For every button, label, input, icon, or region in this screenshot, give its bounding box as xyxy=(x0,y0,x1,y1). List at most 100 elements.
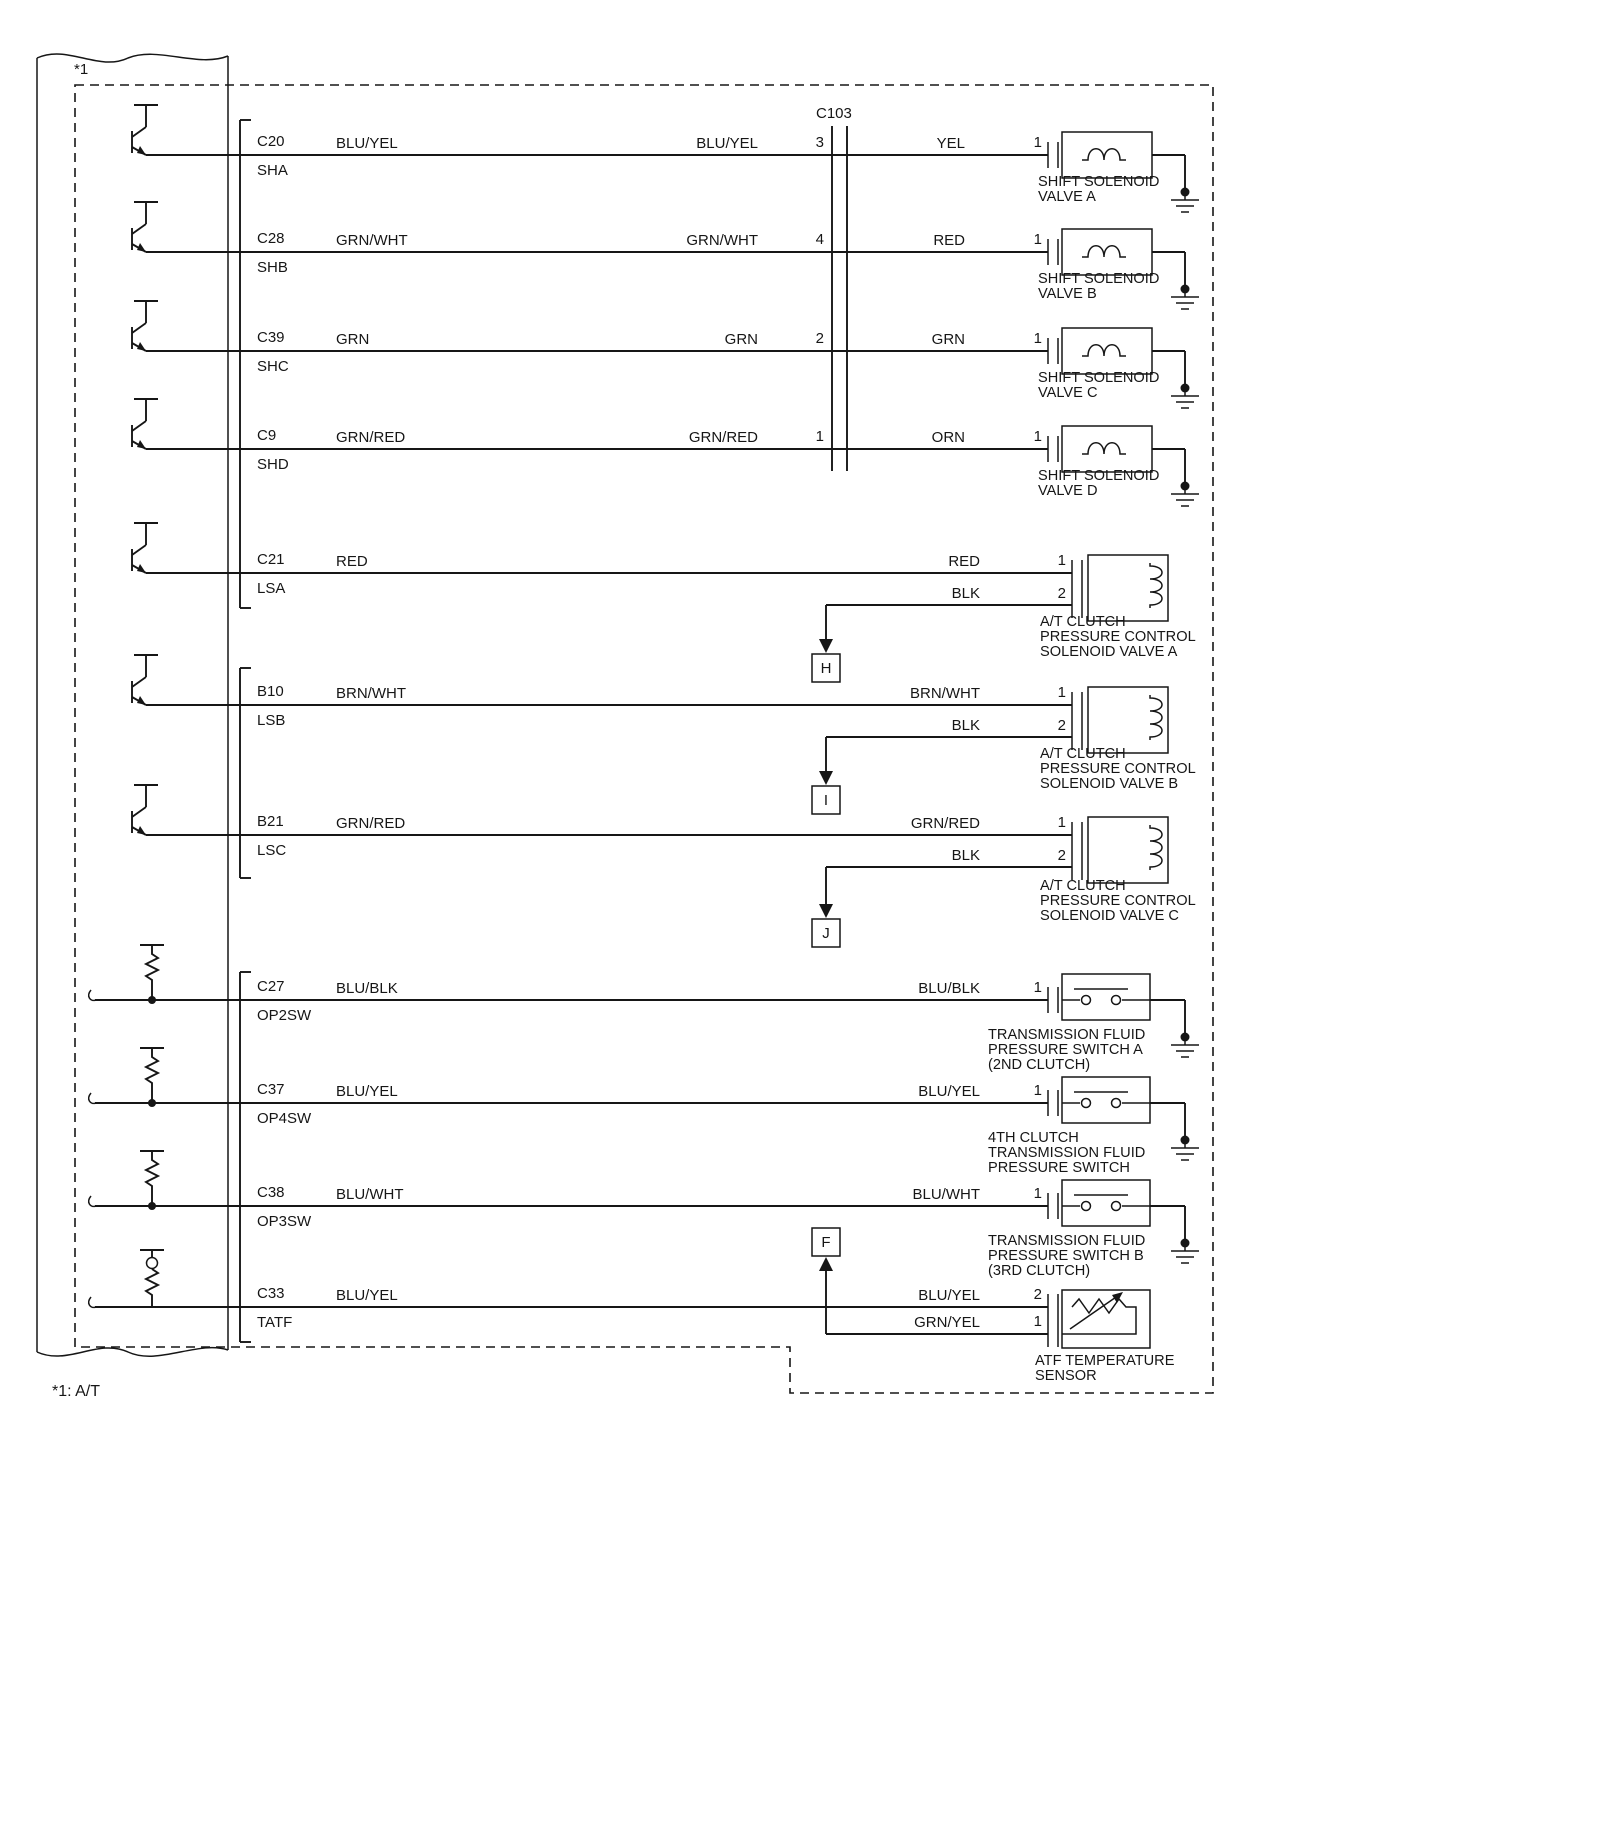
solenoid-valve-component xyxy=(1047,131,1199,213)
c103-pin-number: 1 xyxy=(816,428,824,445)
component-pin-number: 1 xyxy=(1034,1185,1042,1202)
component-label: VALVE B xyxy=(1038,286,1097,302)
transistor-icon xyxy=(131,201,158,253)
c103-pin-number: 3 xyxy=(816,134,824,151)
ground-icon xyxy=(1171,383,1199,409)
wire-color-label: RED xyxy=(948,553,980,570)
component-label: VALVE C xyxy=(1038,385,1097,401)
coil-icon xyxy=(1149,563,1163,608)
jump-letter: J xyxy=(822,925,830,942)
signal-name: OP2SW xyxy=(257,1007,312,1024)
atf-temperature-sensor-component xyxy=(1047,1289,1151,1349)
row-sha: C20 SHA BLU/YEL BLU/YEL 3 YEL 1 SHIFT SO… xyxy=(131,104,1199,213)
wire-break-icon xyxy=(88,989,97,1002)
jump-line-f xyxy=(819,1257,833,1334)
component-pin-number: 1 xyxy=(1034,134,1042,151)
coil-icon xyxy=(1149,825,1163,870)
wire-break-icon xyxy=(88,1195,97,1208)
component-label: PRESSURE SWITCH A xyxy=(988,1042,1143,1058)
wire-break-icon xyxy=(88,1092,97,1105)
wire-color-label: GRN/YEL xyxy=(914,1314,980,1331)
wire-color-label: BLU/YEL xyxy=(918,1083,980,1100)
transistor-icon xyxy=(131,300,158,352)
row-shc: C39 SHC GRN GRN 2 GRN 1 SHIFT SOLENOID V… xyxy=(131,300,1199,409)
ecu-connector-bracket-2 xyxy=(239,667,251,879)
pressure-switch-component xyxy=(1047,1076,1199,1161)
component-label: SOLENOID VALVE C xyxy=(1040,908,1179,924)
component-label: PRESSURE CONTROL xyxy=(1040,893,1196,909)
jump-connector-f: F xyxy=(811,1227,841,1257)
component-label: PRESSURE CONTROL xyxy=(1040,761,1196,777)
component-pin-number: 1 xyxy=(1058,684,1066,701)
jump-connector-h: H xyxy=(811,605,841,683)
jump-connector-j: J xyxy=(811,867,841,948)
signal-name: SHA xyxy=(257,162,288,179)
solenoid-valve-component xyxy=(1047,228,1199,310)
signal-name: TATF xyxy=(257,1314,292,1331)
wire-color-label: GRN/WHT xyxy=(686,232,758,249)
component-label: SHIFT SOLENOID xyxy=(1038,468,1159,484)
wire-color-label: BLK xyxy=(952,717,980,734)
signal-name: SHB xyxy=(257,259,288,276)
wire-color-label: BLK xyxy=(952,585,980,602)
solenoid-valve-component xyxy=(1047,327,1199,409)
pin-id: B10 xyxy=(257,683,284,700)
pressure-control-solenoid-component xyxy=(1071,816,1169,884)
connector-c103: C103 xyxy=(816,105,852,471)
transistor-icon xyxy=(131,654,158,706)
jump-letter: H xyxy=(821,660,832,677)
component-pin-number: 2 xyxy=(1058,717,1066,734)
component-pin-number: 1 xyxy=(1034,979,1042,996)
component-label: VALVE A xyxy=(1038,189,1096,205)
component-label: SENSOR xyxy=(1035,1368,1097,1384)
component-pin-number: 1 xyxy=(1058,814,1066,831)
coil-icon xyxy=(1082,344,1126,357)
component-pin-number: 1 xyxy=(1034,231,1042,248)
wire-color-label: GRN/WHT xyxy=(336,232,408,249)
component-label: (2ND CLUTCH) xyxy=(988,1057,1090,1073)
wire-color-label: GRN/RED xyxy=(336,815,405,832)
solenoid-valve-component xyxy=(1047,425,1199,507)
component-label: PRESSURE SWITCH xyxy=(988,1160,1130,1176)
component-label: SHIFT SOLENOID xyxy=(1038,271,1159,287)
ground-icon xyxy=(1171,187,1199,213)
wire-color-label: GRN/RED xyxy=(689,429,758,446)
coil-icon xyxy=(1082,442,1126,455)
wire-color-label: BLU/YEL xyxy=(336,135,398,152)
wire-color-label: BRN/WHT xyxy=(336,685,406,702)
component-label: SHIFT SOLENOID xyxy=(1038,174,1159,190)
component-pin-number: 1 xyxy=(1034,1082,1042,1099)
component-label: SHIFT SOLENOID xyxy=(1038,370,1159,386)
transistor-icon xyxy=(131,784,158,836)
pin-id: C39 xyxy=(257,329,285,346)
coil-icon xyxy=(1082,245,1126,258)
row-lsc: B21 LSC GRN/RED GRN/RED 1 BLK 2 J A/T CL… xyxy=(131,784,1196,948)
component-label: SOLENOID VALVE B xyxy=(1040,776,1178,792)
coil-icon xyxy=(1149,695,1163,740)
component-label: A/T CLUTCH xyxy=(1040,614,1126,630)
row-shb: C28 SHB GRN/WHT GRN/WHT 4 RED 1 SHIFT SO… xyxy=(131,201,1199,310)
component-label: VALVE D xyxy=(1038,483,1097,499)
pressure-control-solenoid-component xyxy=(1071,554,1169,622)
component-label: PRESSURE SWITCH B xyxy=(988,1248,1144,1264)
pin-id: C21 xyxy=(257,551,285,568)
row-lsa: C21 LSA RED RED 1 BLK 2 H A/T CLUTCH PRE… xyxy=(131,522,1196,683)
component-label: TRANSMISSION FLUID xyxy=(988,1145,1145,1161)
signal-name: OP3SW xyxy=(257,1213,312,1230)
component-label: ATF TEMPERATURE xyxy=(1035,1353,1175,1369)
transistor-icon xyxy=(131,398,158,450)
c103-pin-number: 4 xyxy=(816,231,824,248)
component-pin-number: 2 xyxy=(1058,847,1066,864)
module-boundary xyxy=(74,84,1214,1394)
row-op3sw: C38 OP3SW BLU/WHT BLU/WHT 1 TRANSMISSION xyxy=(88,1150,1199,1279)
wire-color-label: RED xyxy=(336,553,368,570)
signal-name: LSC xyxy=(257,842,286,859)
wire-color-label: ORN xyxy=(932,429,965,446)
pullup-resistor-icon xyxy=(140,1150,164,1210)
signal-name: LSB xyxy=(257,712,285,729)
component-pin-number: 2 xyxy=(1034,1286,1042,1303)
row-lsb: B10 LSB BRN/WHT BRN/WHT 1 BLK 2 I A/T CL… xyxy=(131,654,1196,815)
pullup-resistor-icon xyxy=(140,944,164,1004)
component-label: 4TH CLUTCH xyxy=(988,1130,1079,1146)
wire-color-label: BLU/YEL xyxy=(336,1083,398,1100)
